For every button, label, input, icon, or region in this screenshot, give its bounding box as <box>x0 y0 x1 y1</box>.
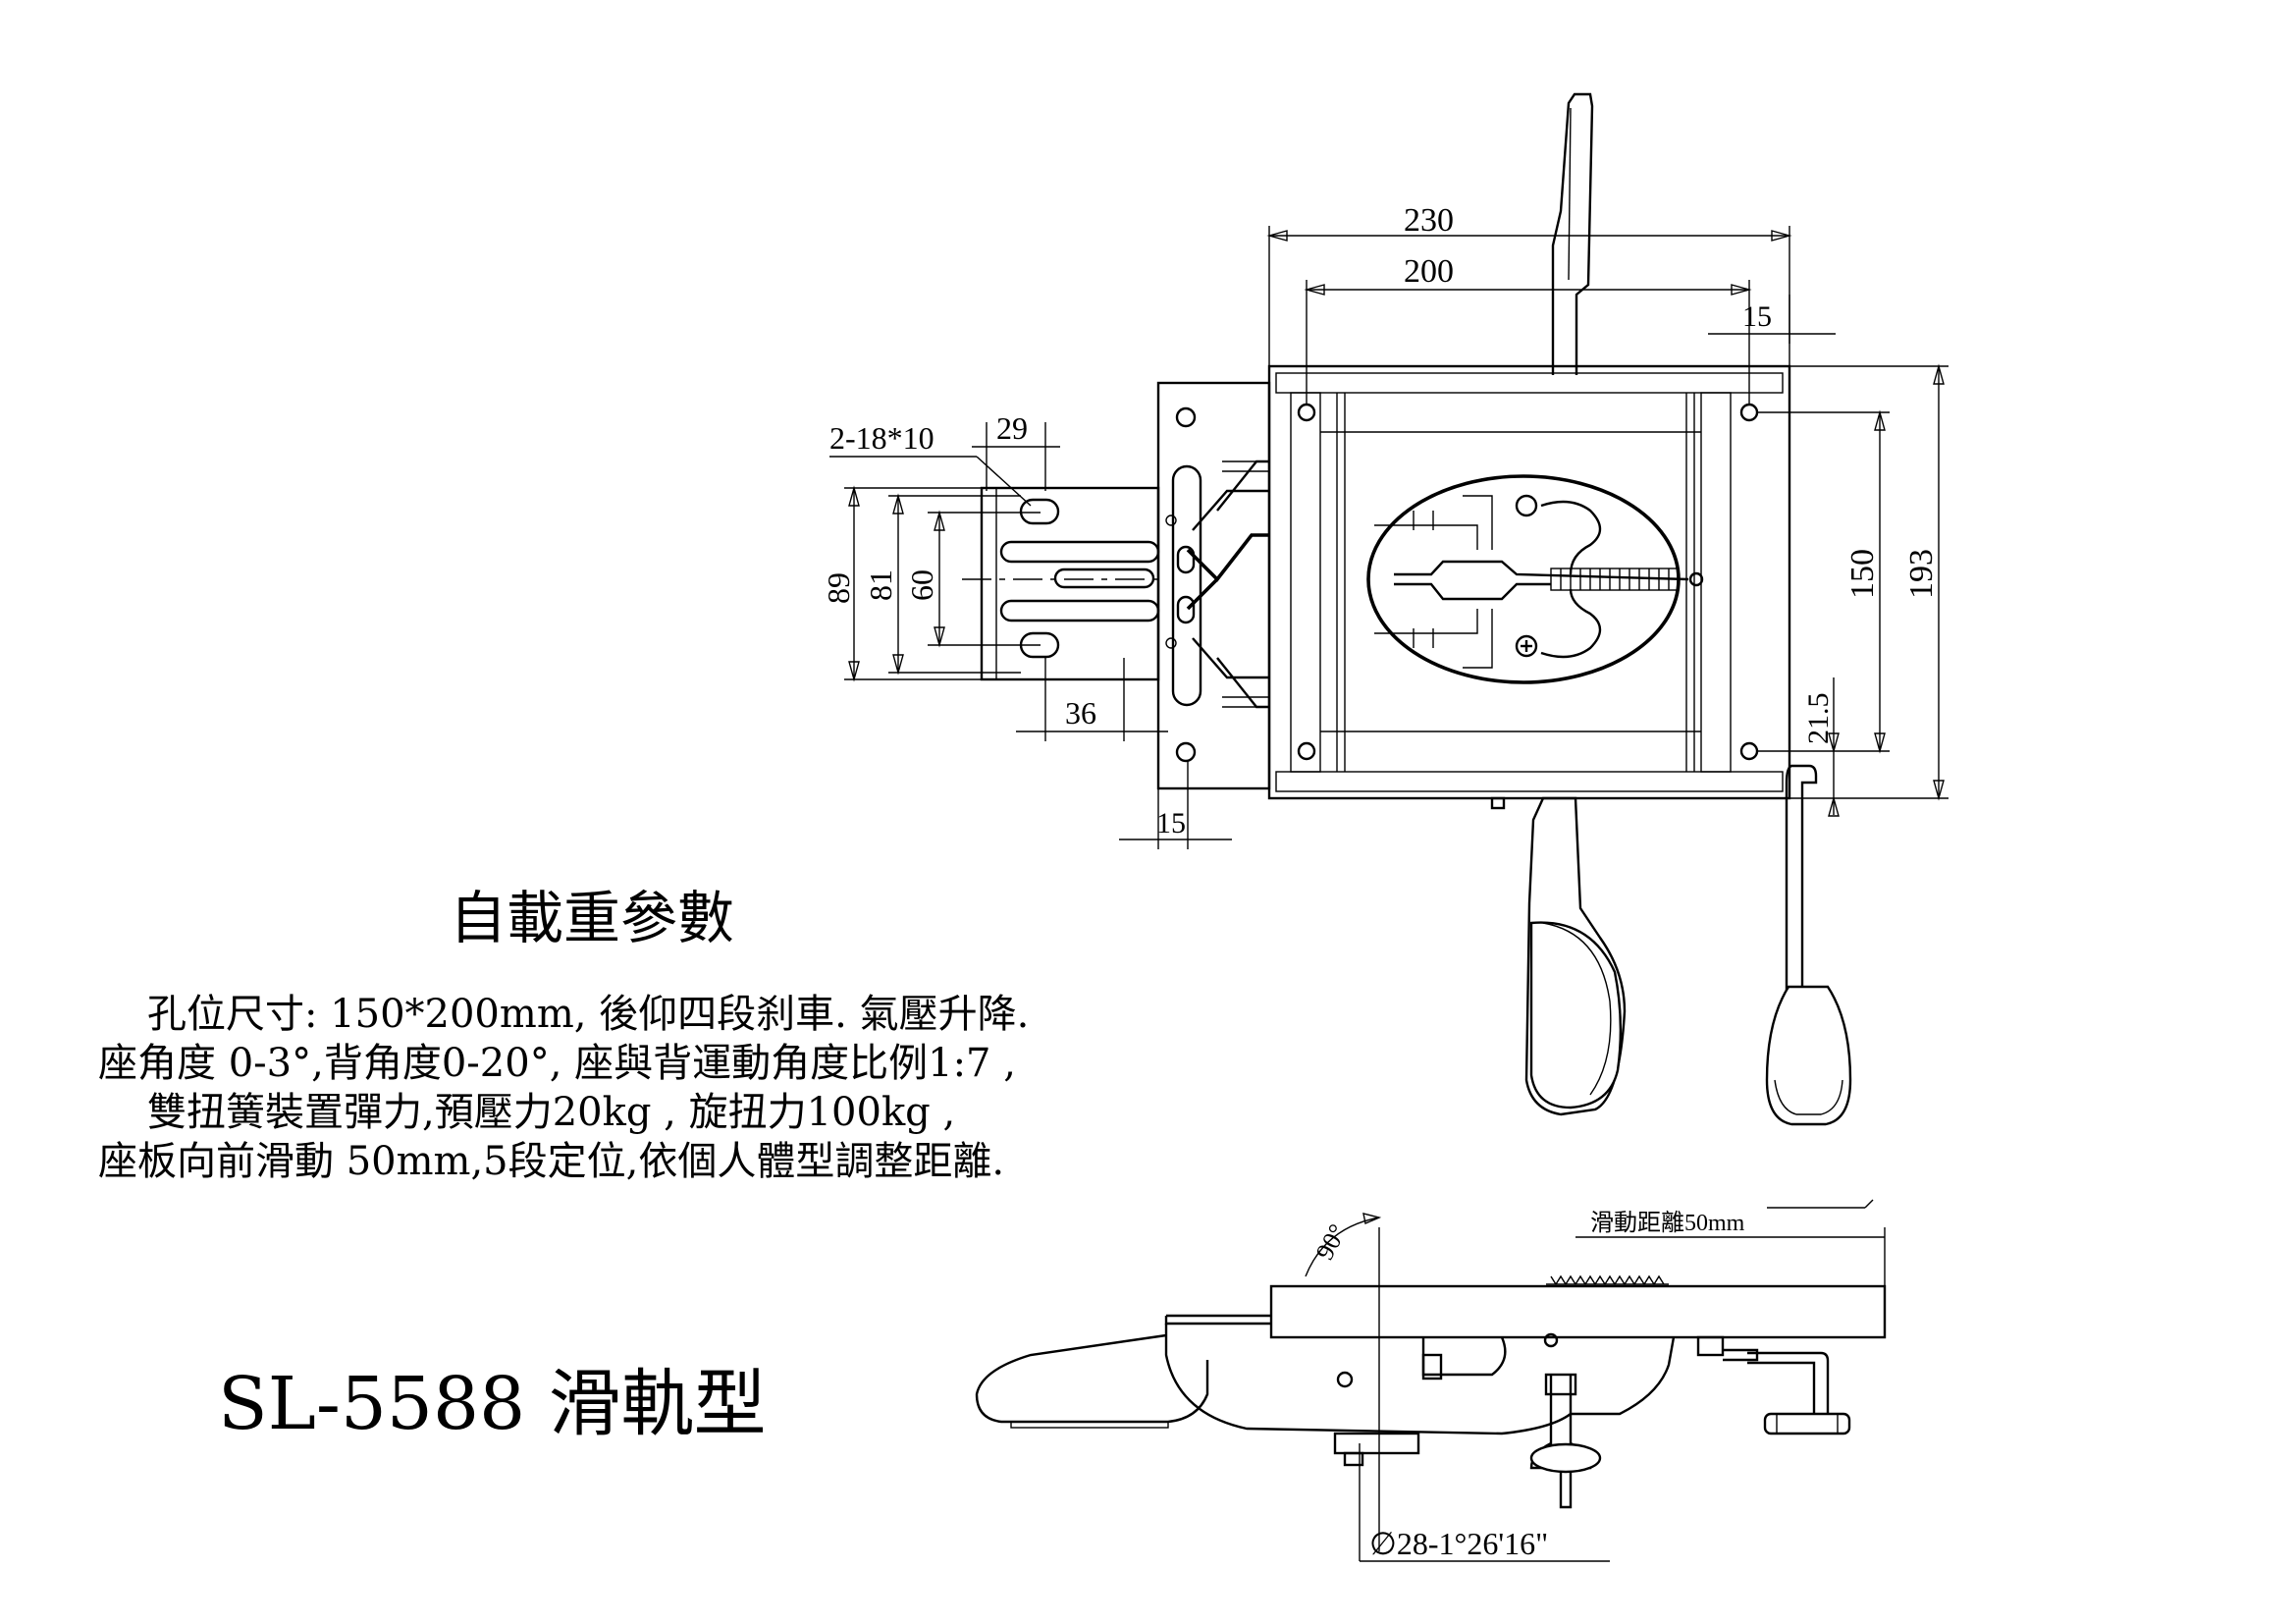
dimension-lines <box>829 226 1949 849</box>
dim-89: 89 <box>821 572 856 604</box>
dimension-labels: 230 200 15 150 193 21.5 2-18*10 29 89 81… <box>821 202 1940 839</box>
spec-line: 座板向前滑動 50mm,5段定位,依個人體型調整距離. <box>98 1139 1005 1184</box>
side-view <box>975 1274 1887 1509</box>
side-dimension-lines <box>1305 1199 1886 1562</box>
model-title: SL-5588 滑軌型 <box>218 1362 767 1446</box>
spec-line: 座角度 0-3°,背角度0-20°, 座與背運動角度比例1:7 , <box>98 1041 1016 1086</box>
dim-150: 150 <box>1844 549 1881 599</box>
gas-cylinder-stub <box>1333 1432 1420 1455</box>
tension-rod <box>1785 764 1818 994</box>
side-mechanism-body <box>1164 1324 1676 1435</box>
dim-15-bottom: 15 <box>1156 807 1186 839</box>
top-view <box>962 92 1852 1126</box>
section-heading: 自載重參數 <box>450 885 735 951</box>
mount-hole <box>1297 403 1316 422</box>
central-opening <box>1366 474 1681 684</box>
seat-plate <box>1267 364 1791 800</box>
dim-slot-label: 2-18*10 <box>829 420 934 456</box>
spec-line: 雙扭簧裝置彈力,預壓力20kg , 旋扭力100kg , <box>147 1090 956 1135</box>
dim-230: 230 <box>1404 202 1454 239</box>
dim-200: 200 <box>1404 253 1454 290</box>
inner-mechanism <box>1374 494 1704 669</box>
dim-81: 81 <box>863 569 898 601</box>
slide-rail <box>980 486 1160 681</box>
dim-29: 29 <box>996 410 1028 446</box>
mount-hole <box>1739 403 1759 422</box>
rod-grip <box>1765 985 1852 1126</box>
dim-36: 36 <box>1065 695 1096 731</box>
side-seat-plate <box>1269 1284 1887 1339</box>
dim-21-5: 21.5 <box>1802 693 1835 745</box>
side-paddle <box>975 1333 1209 1424</box>
dim-193: 193 <box>1903 549 1940 599</box>
angle-label: 90° <box>1310 1219 1353 1265</box>
dim-15-top: 15 <box>1742 300 1772 333</box>
spec-line: 孔位尺寸: 150*200mm, 後仰四段刹車. 氣壓升降. <box>147 992 1030 1037</box>
bracket-hole <box>1175 406 1197 428</box>
mount-hole <box>1297 741 1316 761</box>
shaft-label: ∅28-1°26'16" <box>1369 1526 1548 1561</box>
back-lever <box>1551 92 1594 375</box>
slide-bracket <box>1156 381 1271 790</box>
bracket-hole <box>1175 741 1197 763</box>
mount-hole <box>1739 741 1759 761</box>
dim-60: 60 <box>904 569 939 601</box>
slide-distance-label: 滑動距離50mm <box>1590 1210 1745 1236</box>
side-view-labels: 90° 滑動距離50mm ∅28-1°26'16" <box>1310 1210 1745 1561</box>
